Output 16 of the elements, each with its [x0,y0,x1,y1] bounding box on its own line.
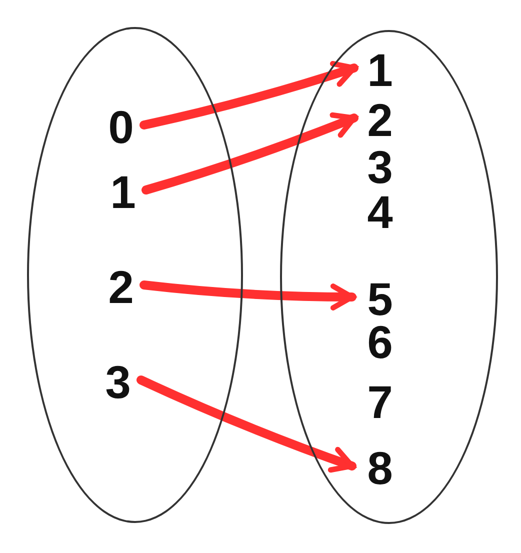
number-label: 3 [360,145,400,189]
number-label: 2 [360,98,400,142]
number-label: 8 [358,442,402,494]
arrow [140,60,358,130]
number-label: 1 [102,167,144,217]
arrow [140,280,356,310]
set-ellipse [280,30,498,524]
set-ellipse [27,27,243,523]
number-label: 2 [100,262,142,312]
number-label: 0 [100,102,142,152]
number-label: 1 [360,48,400,92]
number-label: 3 [97,357,139,407]
arrow [142,112,358,194]
arrow [136,376,356,473]
number-label: 4 [360,190,400,234]
number-label: 7 [360,378,400,426]
